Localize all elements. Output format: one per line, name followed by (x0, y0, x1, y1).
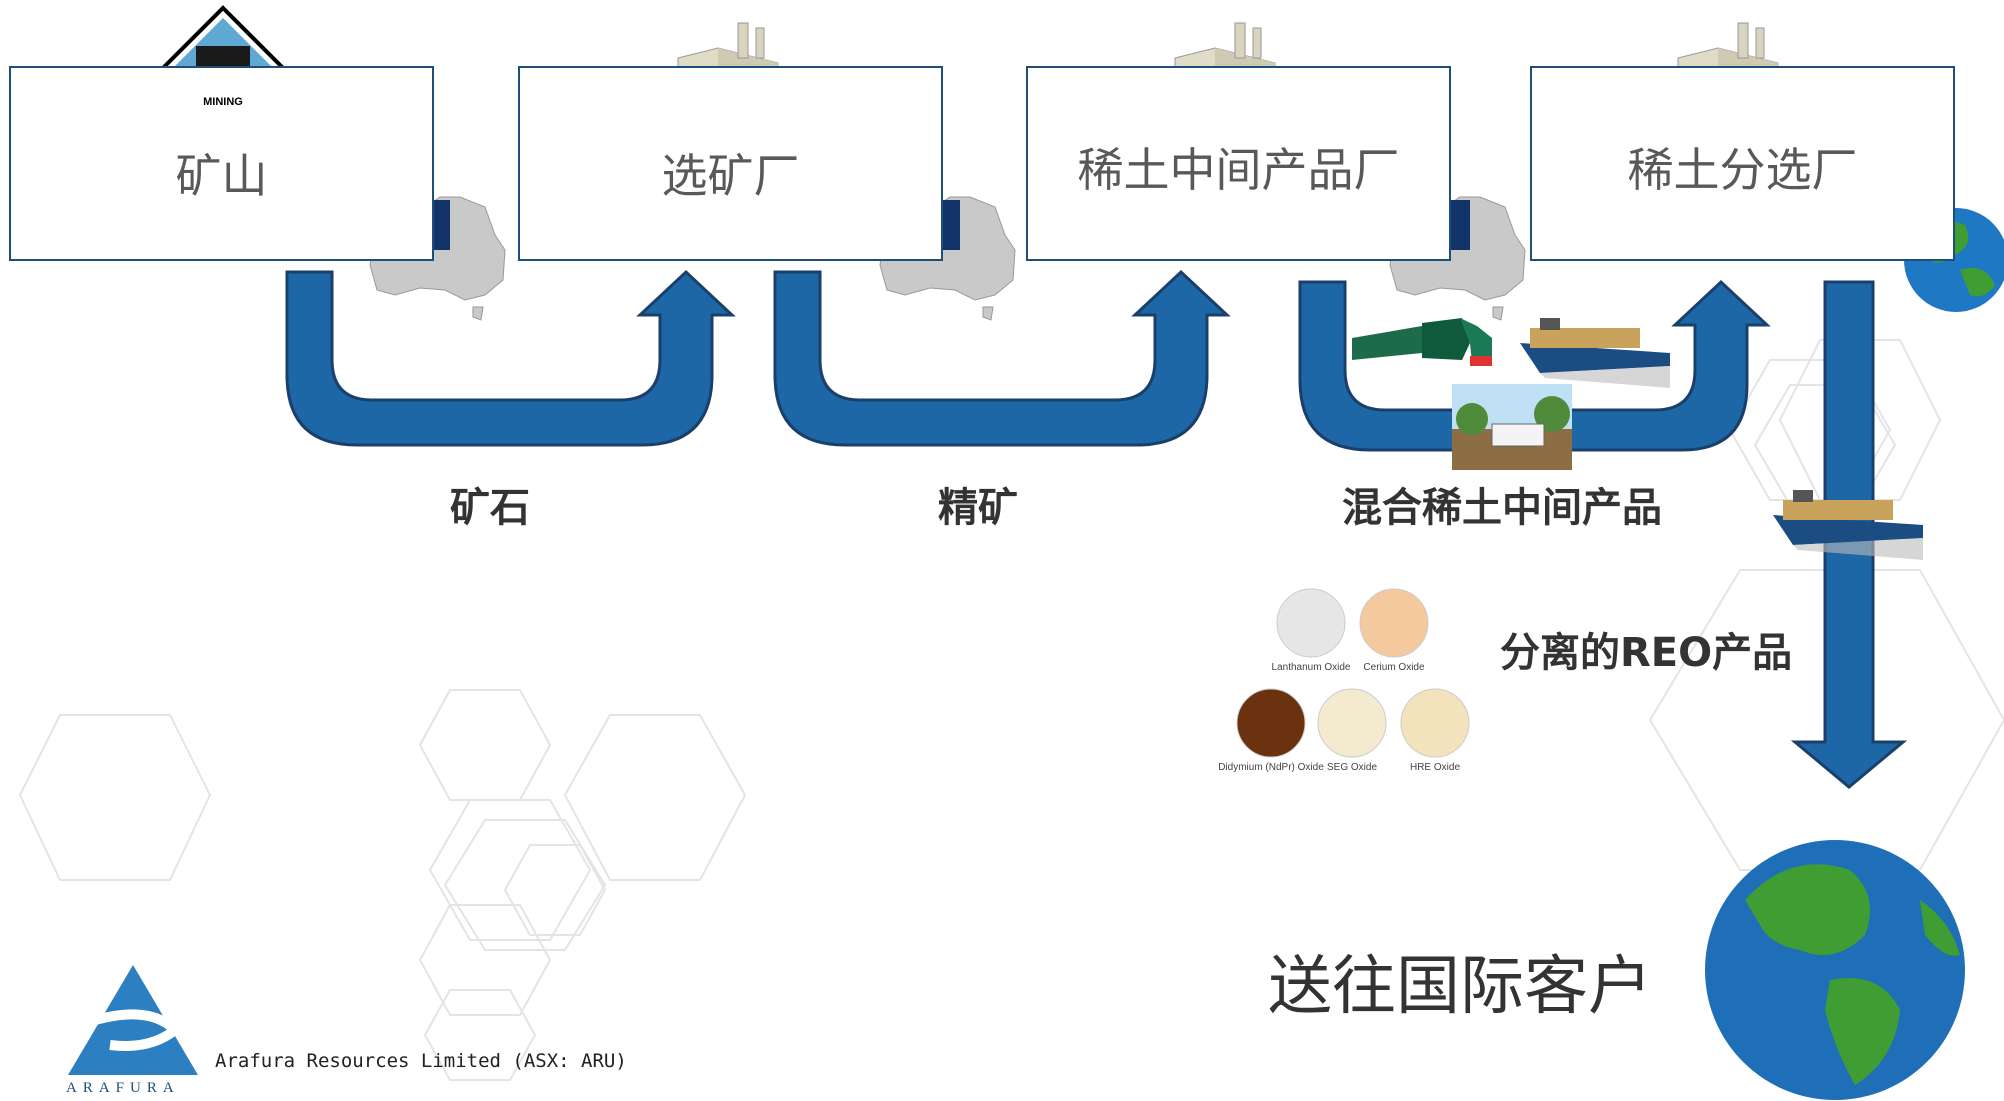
logo-wordmark: ARAFURA (66, 1080, 180, 1096)
oxide-sample-label: HRE Oxide (1409, 762, 1460, 773)
arrow-ore (285, 269, 736, 447)
company-footer: Arafura Resources Limited (ASX: ARU) (215, 1050, 627, 1072)
flow-label-intermediate: 混合稀土中间产品 (1342, 485, 1662, 531)
stage-title-concentrator: 选矿厂 (661, 149, 800, 203)
flow-label-ore: 矿石 (450, 485, 530, 531)
oxide-sample-circle (1236, 688, 1306, 758)
destination-label: 送往国际客户 (1268, 950, 1652, 1024)
oxide-sample-circle (1359, 588, 1429, 658)
stage-box-intermediate-plant: 稀土中间产品厂 (1026, 66, 1451, 261)
train-icon (1352, 318, 1492, 366)
stage-title-intermediate-plant: 稀土中间产品厂 (1077, 143, 1400, 197)
arrow-concentrate (773, 269, 1231, 447)
arafura-logo (68, 965, 198, 1075)
cargo-ship-icon-1 (1520, 318, 1670, 388)
stage-title-mine: 矿山 (175, 149, 268, 203)
flow-label-export: 分离的REO产品 (1500, 630, 1793, 676)
oxide-sample-label: SEG Oxide (1326, 762, 1378, 773)
oxide-sample-label: Cerium Oxide (1363, 662, 1425, 673)
stage-box-concentrator: 选矿厂 (518, 66, 943, 261)
cargo-ship-icon-2 (1773, 490, 1923, 560)
mining-badge-text: MINING (203, 96, 243, 108)
flow-label-concentrate: 精矿 (938, 485, 1018, 531)
oxide-sample-label: Didymium (NdPr) Oxide (1218, 762, 1324, 773)
oxide-sample-circle (1276, 588, 1346, 658)
oxide-samples (1236, 588, 1470, 758)
stage-title-separation-plant: 稀土分选厂 (1627, 143, 1858, 197)
oxide-sample-circle (1317, 688, 1387, 758)
stage-box-separation-plant: 稀土分选厂 (1530, 66, 1955, 261)
large-globe-icon (1705, 840, 1965, 1100)
port-photo (1452, 384, 1572, 470)
oxide-sample-circle (1400, 688, 1470, 758)
oxide-sample-label: Lanthanum Oxide (1271, 662, 1351, 673)
stage-box-mine: 矿山 (9, 66, 434, 261)
